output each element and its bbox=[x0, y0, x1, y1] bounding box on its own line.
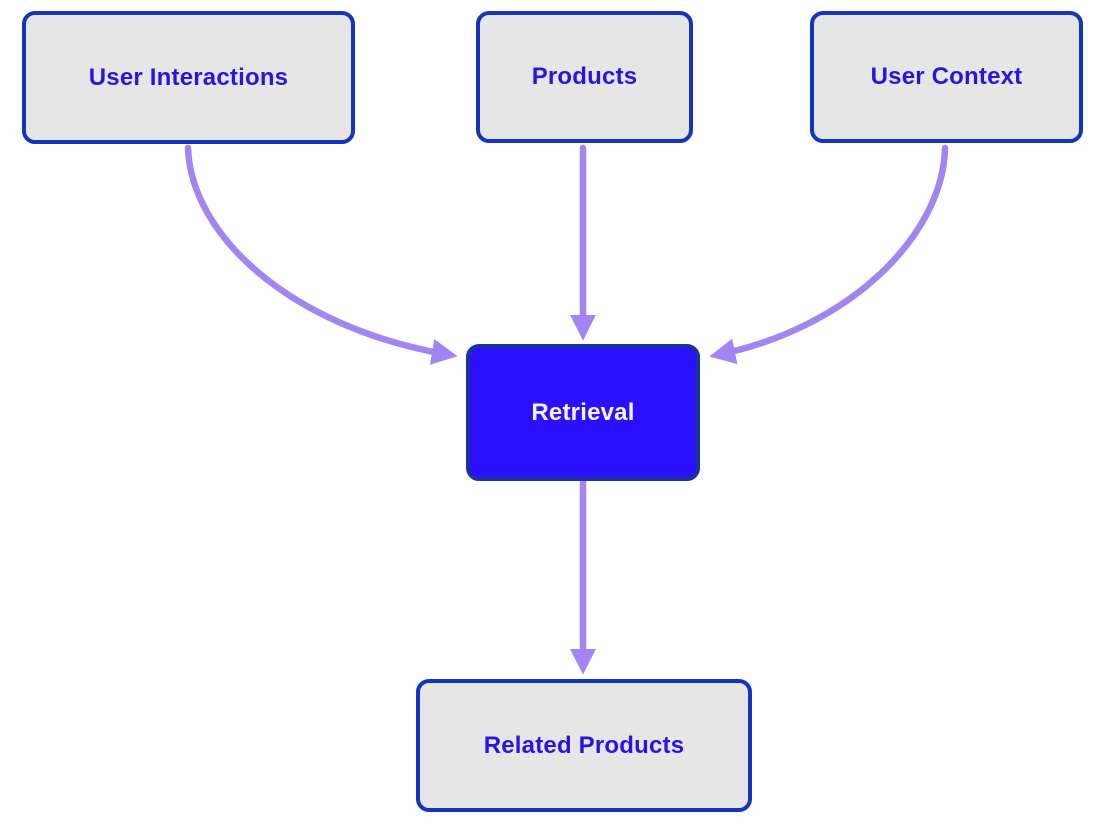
node-user-context-label: User Context bbox=[870, 63, 1023, 90]
node-user-interactions-label: User Interactions bbox=[88, 63, 289, 91]
node-related-products-label: Related Products bbox=[483, 731, 685, 759]
node-products: Products bbox=[476, 11, 693, 143]
node-user-context: User Context bbox=[810, 11, 1083, 143]
node-products-label: Products bbox=[531, 63, 638, 90]
node-retrieval: Retrieval bbox=[466, 344, 700, 481]
edge-user-interactions-to-retrieval bbox=[184, 144, 458, 365]
node-user-interactions: User Interactions bbox=[22, 11, 355, 144]
edge-user-context-to-retrieval bbox=[709, 144, 949, 365]
node-retrieval-label: Retrieval bbox=[531, 398, 635, 426]
node-related-products: Related Products bbox=[416, 679, 752, 812]
